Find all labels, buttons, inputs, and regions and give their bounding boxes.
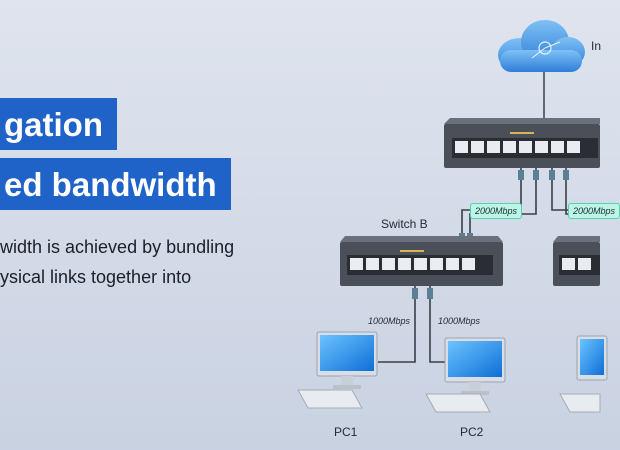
switch-b <box>340 236 503 286</box>
description-text: width is achieved by bundling ysical lin… <box>0 232 330 292</box>
headline-banner-1: gation <box>0 98 117 150</box>
uplink-speed-badge-left: 2000Mbps <box>470 203 523 219</box>
switch-c <box>553 236 600 286</box>
description-line-1: width is achieved by bundling <box>0 237 235 257</box>
pc-cables <box>378 286 448 363</box>
switch-a <box>444 118 600 168</box>
switch-b-label: Switch B <box>381 217 428 231</box>
headline-line-2: ed bandwidth <box>4 166 217 203</box>
uplink-speed-badge-right: 2000Mbps <box>568 203 620 219</box>
pc3-computer-icon <box>559 335 608 413</box>
headline-line-1: gation <box>4 106 103 143</box>
pc2-speed-label: 1000Mbps <box>438 316 481 326</box>
description-line-2: ysical links together into <box>0 267 192 287</box>
network-diagram <box>297 20 608 413</box>
pc1-speed-label: 1000Mbps <box>368 316 411 326</box>
pc1-label: PC1 <box>334 425 358 439</box>
pc2-label: PC2 <box>460 425 484 439</box>
cloud-icon <box>498 20 585 72</box>
diagram-stage: gation ed bandwidth width is achieved by… <box>0 20 620 439</box>
headline-banner-2: ed bandwidth <box>0 158 231 210</box>
pc2-computer-icon <box>425 337 506 413</box>
internet-label: In <box>591 39 602 53</box>
pc1-computer-icon <box>297 331 378 409</box>
